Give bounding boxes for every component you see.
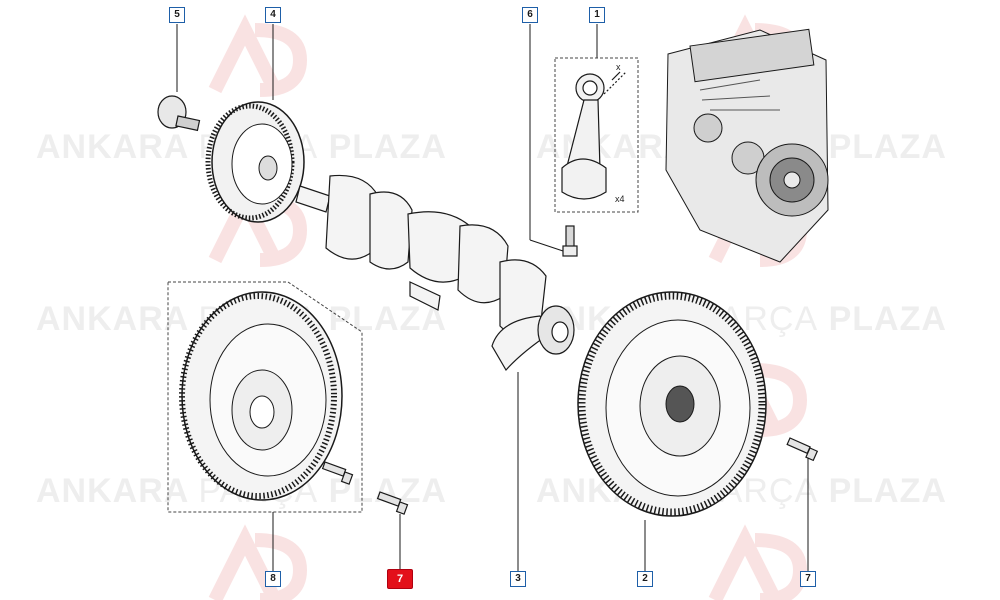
leader-lines — [176, 24, 809, 572]
dual-mass-flywheel — [179, 291, 343, 501]
detail-dimension-label: x — [616, 62, 621, 72]
crankshaft — [295, 174, 575, 372]
callout-1[interactable]: 1 — [589, 7, 605, 23]
pulley-bolt — [157, 95, 201, 132]
callout-7-highlighted[interactable]: 7 — [387, 569, 413, 589]
dashed-groups — [167, 57, 639, 513]
flywheel — [577, 291, 767, 517]
callout-2[interactable]: 2 — [637, 571, 653, 587]
flywheel-bolts — [321, 437, 819, 515]
callout-4[interactable]: 4 — [265, 7, 281, 23]
conrod-bolt — [562, 225, 578, 257]
callout-5[interactable]: 5 — [169, 7, 185, 23]
callout-7[interactable]: 7 — [800, 571, 816, 587]
callout-6[interactable]: 6 — [522, 7, 538, 23]
callout-3[interactable]: 3 — [510, 571, 526, 587]
connecting-rod — [561, 71, 627, 200]
callout-8[interactable]: 8 — [265, 571, 281, 587]
detail-quantity-label: x4 — [615, 194, 625, 204]
crankshaft-pulley — [205, 101, 305, 223]
engine-block-image — [665, 28, 829, 263]
